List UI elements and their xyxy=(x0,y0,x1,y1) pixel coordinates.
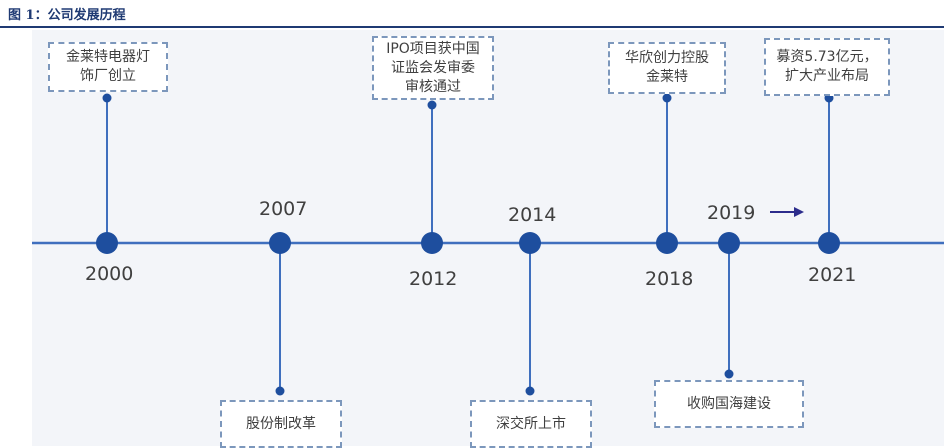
event-box-2012: IPO项目获中国 证监会发审委 审核通过 xyxy=(372,36,494,100)
stem-end-dot-2000 xyxy=(102,93,112,103)
event-box-2000: 金莱特电器灯 饰厂创立 xyxy=(48,42,168,92)
event-box-2019: 收购国海建设 xyxy=(654,380,804,428)
event-text-2018: 华欣创力控股 金莱特 xyxy=(625,50,709,85)
event-box-2018: 华欣创力控股 金莱特 xyxy=(608,42,726,94)
timeline-node-2012 xyxy=(421,232,443,254)
stem-end-dot-2012 xyxy=(427,100,437,110)
timeline-node-2000 xyxy=(96,232,118,254)
year-label-2018: 2018 xyxy=(645,268,694,290)
year-label-2012: 2012 xyxy=(409,268,458,290)
event-box-2021: 募资5.73亿元， 扩大产业布局 xyxy=(764,38,890,96)
year-label-2019: 2019 xyxy=(707,202,756,224)
event-text-2000: 金莱特电器灯 饰厂创立 xyxy=(66,49,150,84)
event-text-2012: IPO项目获中国 证监会发审委 审核通过 xyxy=(386,40,480,95)
timeline-node-2019 xyxy=(718,232,740,254)
stem-end-dot-2018 xyxy=(662,93,672,103)
timeline-node-2021 xyxy=(818,232,840,254)
timeline-graphic xyxy=(32,93,944,396)
stem-end-dot-2007 xyxy=(275,386,285,396)
year-label-2007: 2007 xyxy=(259,198,308,220)
timeline-node-2007 xyxy=(269,232,291,254)
event-text-2021: 募资5.73亿元， 扩大产业布局 xyxy=(776,49,878,84)
event-box-2014: 深交所上市 xyxy=(470,400,592,448)
arrow-icon xyxy=(770,207,804,217)
event-text-2007: 股份制改革 xyxy=(246,415,316,432)
figure-header: 图 1：公司发展历程 xyxy=(0,0,944,28)
event-box-2007: 股份制改革 xyxy=(220,400,342,448)
year-label-2014: 2014 xyxy=(508,204,557,226)
year-label-2000: 2000 xyxy=(85,263,134,285)
timeline-node-2014 xyxy=(519,232,541,254)
stem-end-dot-2014 xyxy=(525,386,535,396)
event-text-2014: 深交所上市 xyxy=(496,415,566,432)
timeline-canvas: 金莱特电器灯 饰厂创立 股份制改革 IPO项目获中国 证监会发审委 审核通过 深… xyxy=(32,30,944,448)
stem-end-dot-2019 xyxy=(724,369,734,379)
event-text-2019: 收购国海建设 xyxy=(687,395,771,412)
figure-title: 图 1：公司发展历程 xyxy=(8,8,126,23)
year-label-2021: 2021 xyxy=(808,264,857,286)
timeline-node-2018 xyxy=(656,232,678,254)
